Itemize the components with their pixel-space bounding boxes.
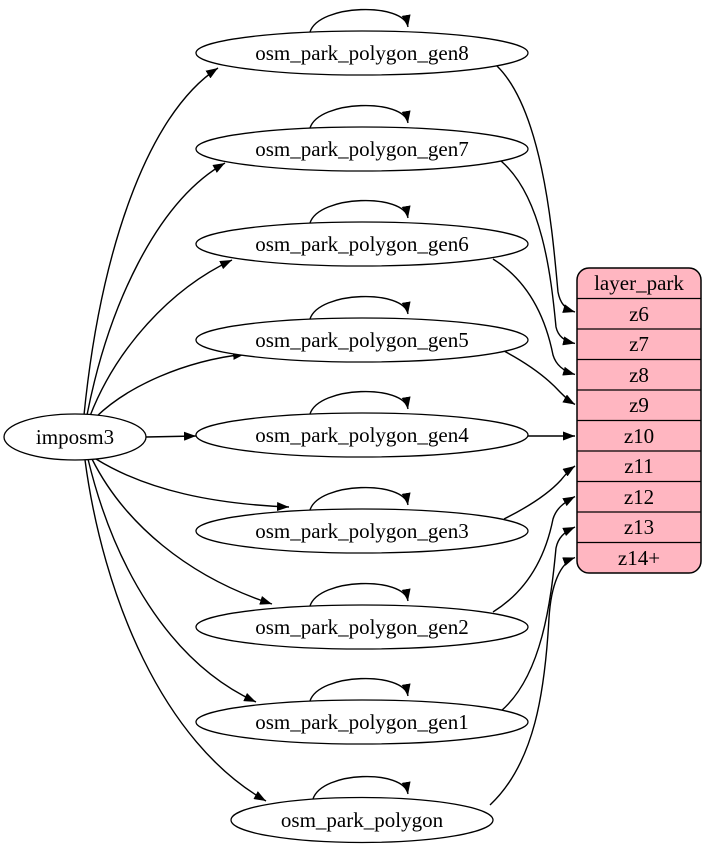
edge-gen7-to-z7 xyxy=(500,160,576,346)
edges-from-imposm3 xyxy=(83,67,290,802)
self-loop-gen7 xyxy=(309,104,411,129)
layer-row-z9: z9 xyxy=(629,393,649,417)
edge-gen5-to-z9 xyxy=(503,350,576,406)
imposm3-ellipse xyxy=(3,413,147,461)
imposm3-label: imposm3 xyxy=(36,425,114,449)
edge-imposm3-to-gen4 xyxy=(145,431,197,441)
edge-imposm3-to-gen2 xyxy=(91,458,273,605)
polygon-label: osm_park_polygon xyxy=(281,808,444,832)
edge-gen8-to-z6 xyxy=(496,65,576,313)
gen6-label: osm_park_polygon_gen6 xyxy=(255,232,468,256)
node-polygon: osm_park_polygon xyxy=(230,796,494,844)
self-loop-gen3 xyxy=(309,486,411,511)
self-loop-polygon xyxy=(312,775,411,800)
node-gen5: osm_park_polygon_gen5 xyxy=(195,317,529,363)
self-loop-gen1 xyxy=(309,677,411,702)
gen5-ellipse xyxy=(195,317,529,363)
node-gen3: osm_park_polygon_gen3 xyxy=(195,508,529,554)
edge-gen1-to-z13 xyxy=(500,526,576,712)
gen2-label: osm_park_polygon_gen2 xyxy=(255,615,468,639)
layer-row-z6: z6 xyxy=(629,302,649,326)
edge-gen2-to-z12 xyxy=(492,495,576,613)
layer-row-z14: z14+ xyxy=(618,546,660,570)
gen8-label: osm_park_polygon_gen8 xyxy=(255,41,468,65)
gen8-ellipse xyxy=(195,30,529,76)
edge-imposm3-to-gen8 xyxy=(83,67,219,416)
layer-park-record: layer_park z6 z7 z8 z9 z10 z11 z12 z13 z… xyxy=(576,267,702,574)
gen7-label: osm_park_polygon_gen7 xyxy=(255,137,468,161)
edge-imposm3-to-gen1 xyxy=(87,458,257,703)
node-gen7: osm_park_polygon_gen7 xyxy=(195,126,529,172)
gen1-label: osm_park_polygon_gen1 xyxy=(255,710,468,734)
self-loop-gen4 xyxy=(309,390,411,415)
edge-imposm3-to-gen6 xyxy=(89,259,233,417)
edge-polygon-to-z14 xyxy=(489,556,576,806)
layer-row-z12: z12 xyxy=(624,485,654,509)
self-loop-gen5 xyxy=(309,295,411,320)
edges-to-layer xyxy=(489,65,576,806)
node-gen8: osm_park_polygon_gen8 xyxy=(195,30,529,76)
edge-gen3-to-z11 xyxy=(503,465,576,520)
polygon-ellipse xyxy=(230,796,494,844)
self-loops xyxy=(309,8,411,800)
gen4-label: osm_park_polygon_gen4 xyxy=(255,423,469,447)
layer-row-z8: z8 xyxy=(629,363,649,387)
gen6-ellipse xyxy=(195,221,529,267)
layer-row-z11: z11 xyxy=(624,454,654,478)
edge-imposm3-to-gen3 xyxy=(95,458,290,512)
layer-row-z10: z10 xyxy=(624,424,654,448)
node-imposm3: imposm3 xyxy=(3,413,147,461)
gen3-label: osm_park_polygon_gen3 xyxy=(255,519,468,543)
self-loop-gen2 xyxy=(309,582,411,607)
node-gen4: osm_park_polygon_gen4 xyxy=(195,412,529,458)
self-loop-gen6 xyxy=(309,199,411,224)
gen7-ellipse xyxy=(195,126,529,172)
gen5-label: osm_park_polygon_gen5 xyxy=(255,328,468,352)
edge-imposm3-to-gen7 xyxy=(86,162,226,416)
node-gen1: osm_park_polygon_gen1 xyxy=(195,699,529,745)
layer-park-title: layer_park xyxy=(594,271,684,295)
node-gen6: osm_park_polygon_gen6 xyxy=(195,221,529,267)
self-loop-gen8 xyxy=(309,8,411,33)
edge-imposm3-to-polygon xyxy=(84,459,267,802)
gen1-ellipse xyxy=(195,699,529,745)
layer-row-z13: z13 xyxy=(624,515,654,539)
gen4-ellipse xyxy=(195,412,529,458)
node-gen2: osm_park_polygon_gen2 xyxy=(195,604,529,650)
layer-row-z7: z7 xyxy=(629,332,649,356)
gen3-ellipse xyxy=(195,508,529,554)
gen2-ellipse xyxy=(195,604,529,650)
edge-gen6-to-z8 xyxy=(492,258,576,376)
edge-imposm3-to-gen5 xyxy=(95,350,246,418)
